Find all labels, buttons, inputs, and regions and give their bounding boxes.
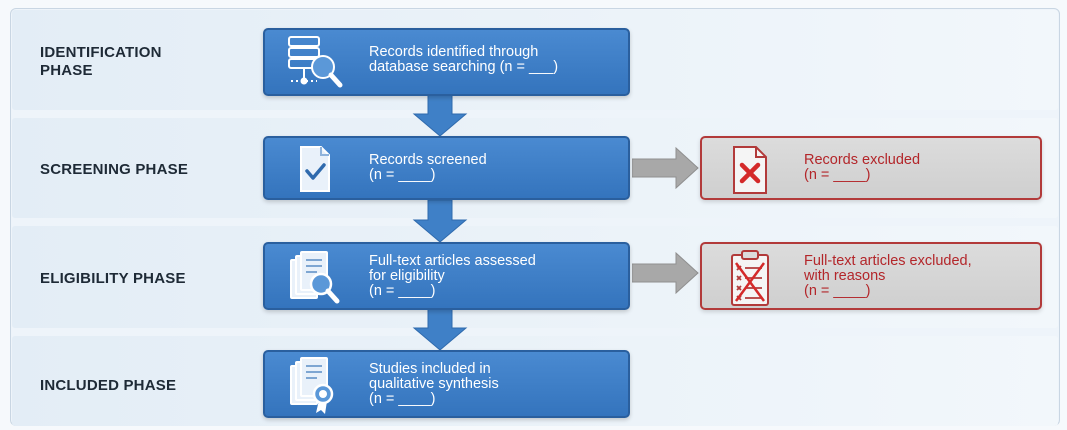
identification-box: Records identified through database sear… [263, 28, 630, 96]
records-excluded-text: Records excluded (n = ____) [804, 152, 921, 183]
phase-label-included: INCLUDED PHASE [40, 377, 177, 394]
arrow-right-screening [632, 146, 699, 190]
screening-box: Records screened (n = ____) [263, 136, 630, 200]
crossed-checklist-icon [722, 249, 780, 307]
arrow-down-2 [412, 200, 468, 243]
eligibility-box-text: Full-text articles assessed for eligibil… [369, 253, 536, 299]
phase-label-screening: SCREENING PHASE [40, 161, 189, 178]
documents-search-icon [277, 248, 347, 306]
screening-box-text: Records screened (n = ____) [369, 152, 487, 183]
included-box-text: Studies included in qualitative synthesi… [369, 361, 499, 407]
records-excluded-box: Records excluded (n = ____) [700, 136, 1042, 200]
checked-document-icon [277, 141, 347, 199]
fulltext-excluded-text: Full-text articles excluded, with reason… [804, 253, 972, 299]
included-box: Studies included in qualitative synthesi… [263, 350, 630, 418]
documents-award-icon [277, 356, 347, 414]
arrow-right-eligibility [632, 251, 699, 295]
rejected-document-icon [722, 141, 780, 199]
eligibility-box: Full-text articles assessed for eligibil… [263, 242, 630, 310]
fulltext-excluded-box: Full-text articles excluded, with reason… [700, 242, 1042, 310]
phase-label-eligibility: ELIGIBILITY PHASE [40, 270, 186, 287]
database-search-icon [277, 33, 347, 91]
phase-label-identification: IDENTIFICATION PHASE [40, 44, 162, 79]
arrow-down-3 [412, 308, 468, 351]
identification-box-text: Records identified through database sear… [369, 44, 559, 75]
arrow-down-1 [412, 94, 468, 137]
